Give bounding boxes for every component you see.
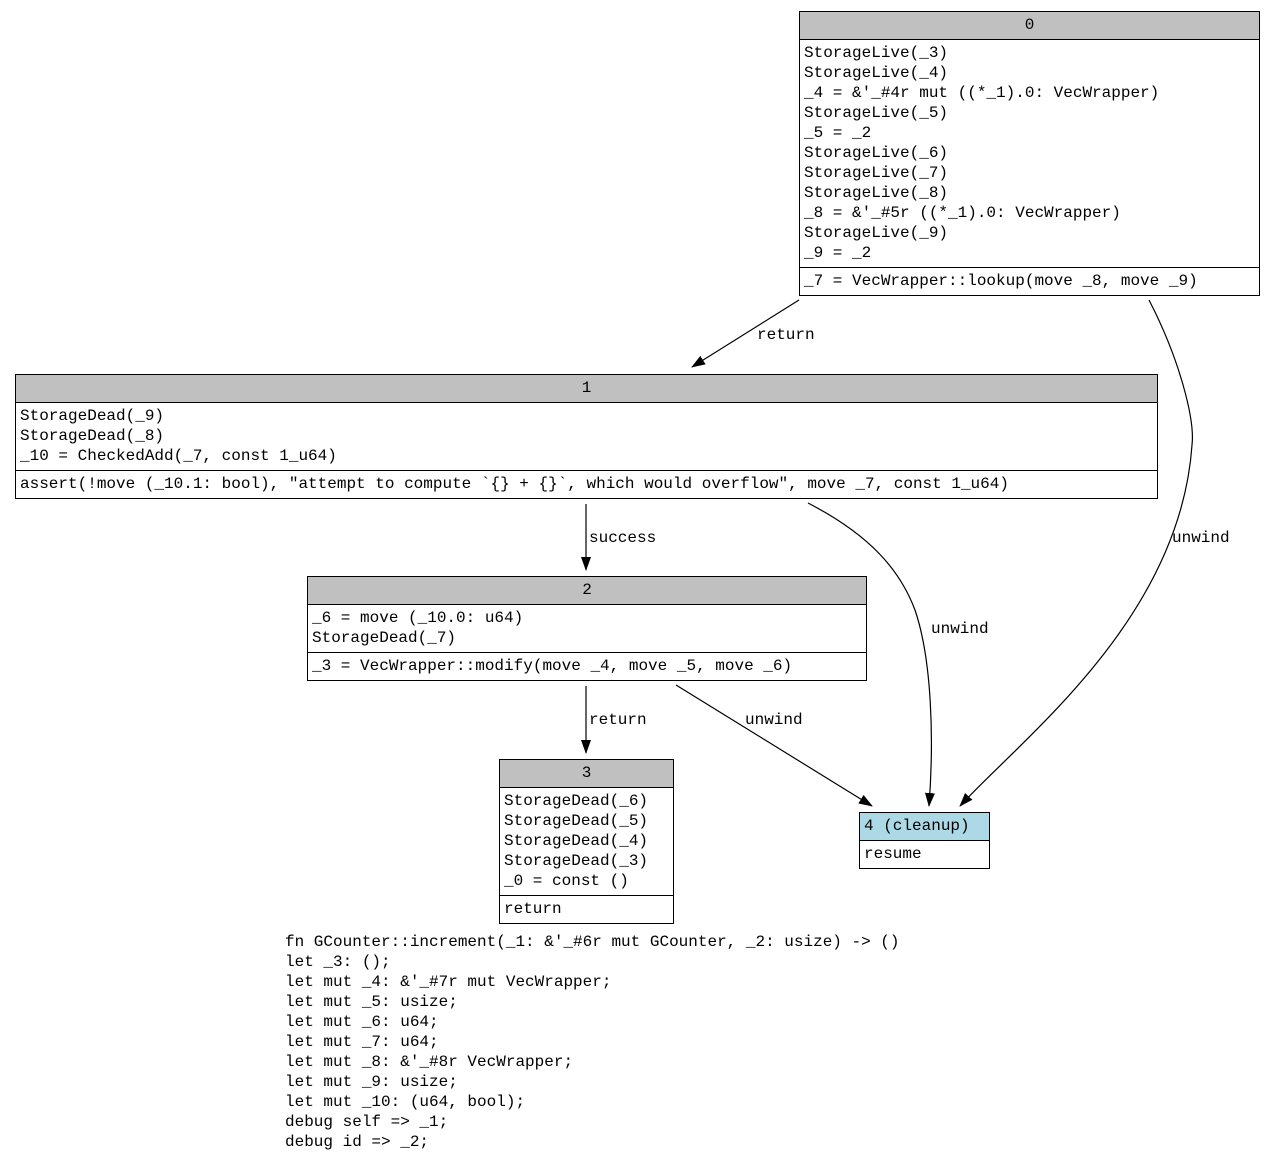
local-declaration: let mut _9: usize;: [285, 1073, 458, 1091]
basic-block-1: 1 StorageDead(_9) StorageDead(_8) _10 = …: [15, 374, 1158, 499]
statement: StorageLive(_4): [804, 64, 949, 82]
function-declarations: fn GCounter::increment(_1: &'_#6r mut GC…: [285, 932, 900, 1152]
block-statements: _6 = move (_10.0: u64) StorageDead(_7): [308, 605, 866, 652]
statement: _8 = &'_#5r ((*_1).0: VecWrapper): [804, 204, 1121, 222]
block-terminator: assert(!move (_10.1: bool), "attempt to …: [16, 470, 1157, 496]
statement: _4 = &'_#4r mut ((*_1).0: VecWrapper): [804, 84, 1160, 102]
local-declaration: let mut _6: u64;: [285, 1013, 439, 1031]
block-terminator: return: [500, 895, 673, 921]
statement: StorageDead(_6): [504, 792, 649, 810]
basic-block-0: 0 StorageLive(_3) StorageLive(_4) _4 = &…: [799, 11, 1260, 296]
fn-signature: fn GCounter::increment(_1: &'_#6r mut GC…: [285, 933, 900, 951]
statement: StorageLive(_6): [804, 144, 949, 162]
basic-block-2: 2 _6 = move (_10.0: u64) StorageDead(_7)…: [307, 576, 867, 681]
statement: StorageDead(_4): [504, 832, 649, 850]
local-declaration: let mut _10: (u64, bool);: [285, 1093, 526, 1111]
block-title: 4 (cleanup): [860, 813, 989, 841]
block-statements: StorageDead(_9) StorageDead(_8) _10 = Ch…: [16, 403, 1157, 470]
statement: _10 = CheckedAdd(_7, const 1_u64): [20, 447, 337, 465]
block-terminator: _3 = VecWrapper::modify(move _4, move _5…: [308, 652, 866, 678]
statement: _9 = _2: [804, 244, 872, 262]
edge-bb2-bb4: unwind: [675, 684, 873, 807]
debug-declaration: debug self => _1;: [285, 1113, 449, 1131]
statement: StorageDead(_5): [504, 812, 649, 830]
statement: StorageLive(_9): [804, 224, 949, 242]
statement: StorageDead(_7): [312, 629, 457, 647]
block-title: 0: [800, 12, 1259, 40]
local-declaration: let mut _5: usize;: [285, 993, 458, 1011]
block-title: 1: [16, 375, 1157, 403]
block-terminator: _7 = VecWrapper::lookup(move _8, move _9…: [800, 267, 1259, 293]
statement: StorageLive(_7): [804, 164, 949, 182]
debug-declaration: debug id => _2;: [285, 1133, 430, 1151]
basic-block-3: 3 StorageDead(_6) StorageDead(_5) Storag…: [499, 759, 674, 924]
edge-label-bb1-bb4: unwind: [931, 620, 989, 638]
terminator: _7 = VecWrapper::lookup(move _8, move _9…: [804, 272, 1198, 290]
edge-bb0-bb1: return: [691, 299, 815, 368]
terminator: return: [504, 900, 562, 918]
statement: StorageLive(_5): [804, 104, 949, 122]
edge-bb1-bb2: success: [581, 504, 656, 571]
local-declaration: let mut _4: &'_#7r mut VecWrapper;: [285, 973, 612, 991]
statement: StorageDead(_8): [20, 427, 165, 445]
local-declaration: let _3: ();: [285, 953, 391, 971]
block-statements: StorageDead(_6) StorageDead(_5) StorageD…: [500, 788, 673, 895]
edge-bb1-bb4: unwind: [807, 502, 989, 807]
edge-label-bb2-bb3: return: [589, 711, 647, 729]
edge-label-bb0-bb4: unwind: [1172, 529, 1230, 547]
edge-label-bb2-bb4: unwind: [745, 711, 803, 729]
edge-bb0-bb4: unwind: [959, 299, 1230, 807]
statement: _0 = const (): [504, 872, 629, 890]
local-declaration: let mut _8: &'_#8r VecWrapper;: [285, 1053, 574, 1071]
edge-label-bb0-bb1: return: [757, 326, 815, 344]
edge-label-bb1-bb2: success: [589, 529, 656, 547]
statement: _5 = _2: [804, 124, 872, 142]
statement: StorageLive(_8): [804, 184, 949, 202]
terminator: assert(!move (_10.1: bool), "attempt to …: [20, 475, 1009, 493]
block-title: 2: [308, 577, 866, 605]
edge-bb2-bb3: return: [581, 686, 647, 754]
basic-block-4-cleanup: 4 (cleanup) resume: [859, 812, 990, 869]
statement: StorageDead(_3): [504, 852, 649, 870]
block-title: 3: [500, 760, 673, 788]
terminator: resume: [864, 845, 922, 863]
block-terminator: resume: [860, 841, 989, 866]
statement: StorageLive(_3): [804, 44, 949, 62]
block-statements: StorageLive(_3) StorageLive(_4) _4 = &'_…: [800, 40, 1259, 267]
local-declaration: let mut _7: u64;: [285, 1033, 439, 1051]
statement: StorageDead(_9): [20, 407, 165, 425]
terminator: _3 = VecWrapper::modify(move _4, move _5…: [312, 657, 793, 675]
statement: _6 = move (_10.0: u64): [312, 609, 524, 627]
